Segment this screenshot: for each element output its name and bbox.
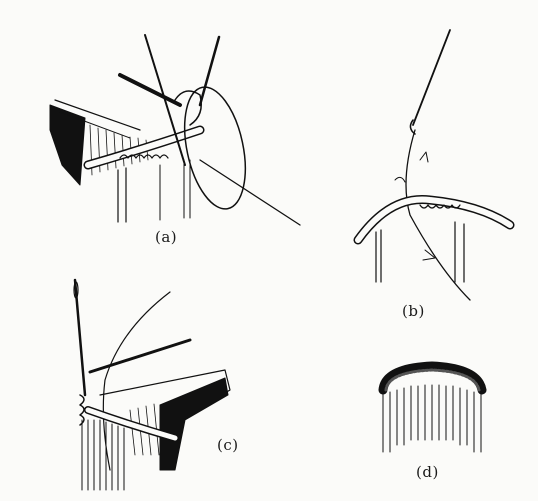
caption-b: (b) bbox=[402, 302, 425, 320]
panel-a-dark-flap bbox=[50, 105, 85, 185]
caption-d: (d) bbox=[416, 463, 439, 481]
panel-b-drawing bbox=[358, 30, 510, 300]
panel-c-dark-fabric bbox=[160, 378, 228, 470]
panel-c-drawing bbox=[74, 280, 230, 490]
caption-a: (a) bbox=[155, 228, 177, 246]
caption-c: (c) bbox=[217, 436, 239, 454]
panel-a-drawing bbox=[50, 35, 300, 225]
panel-d-drawing bbox=[383, 366, 482, 452]
